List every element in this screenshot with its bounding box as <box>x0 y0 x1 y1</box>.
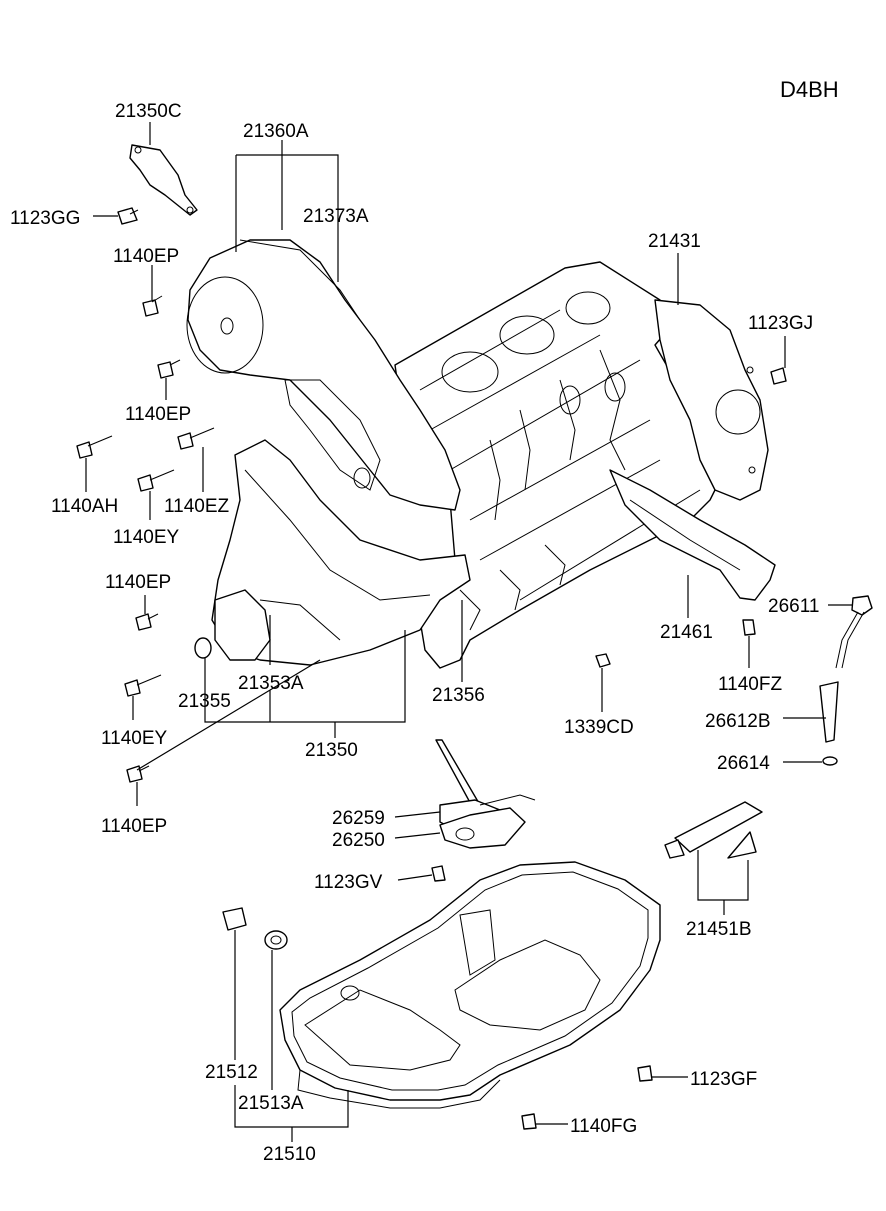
baffle <box>609 469 776 601</box>
label-1140fg: 1140FG <box>570 1116 637 1137</box>
timing-cover-lower <box>211 439 471 666</box>
label-1339cd: 1339CD <box>564 717 634 738</box>
label-21513a: 21513A <box>238 1093 304 1114</box>
engine-code: D4BH <box>780 77 839 102</box>
label-21431: 21431 <box>648 231 701 252</box>
label-1140ez: 1140EZ <box>164 496 230 517</box>
part-labels: D4BH 21350C 21360A 21373A 1123GG 1140EP … <box>10 77 839 1165</box>
label-1140ep-d: 1140EP <box>101 816 167 837</box>
timing-cover-upper <box>186 239 461 511</box>
label-21353a: 21353A <box>238 673 304 694</box>
label-26614: 26614 <box>717 753 770 774</box>
oil-pan <box>279 861 661 1109</box>
label-1140fz: 1140FZ <box>718 674 782 695</box>
label-1123gf: 1123GF <box>690 1069 757 1090</box>
label-21451b: 21451B <box>686 919 752 940</box>
label-26259: 26259 <box>332 808 385 829</box>
label-21373a: 21373A <box>303 206 369 227</box>
label-26611: 26611 <box>768 596 819 617</box>
label-21512: 21512 <box>205 1062 258 1083</box>
label-21461: 21461 <box>660 622 713 643</box>
label-1123gj: 1123GJ <box>748 313 813 334</box>
label-1123gg: 1123GG <box>10 208 80 229</box>
label-21350c: 21350C <box>115 101 182 122</box>
label-1140ep-b: 1140EP <box>125 404 191 425</box>
label-1140ep-a: 1140EP <box>113 246 179 267</box>
label-21350: 21350 <box>305 740 358 761</box>
label-21356: 21356 <box>432 685 485 706</box>
label-21360a: 21360A <box>243 121 309 142</box>
plug-21355 <box>194 637 212 659</box>
oil-gauge-assembly <box>819 595 873 766</box>
sealant-tube <box>664 801 763 859</box>
label-21510: 21510 <box>263 1144 316 1165</box>
leader-lines <box>85 122 853 1142</box>
label-1123gv: 1123GV <box>314 872 383 893</box>
label-21355: 21355 <box>178 691 231 712</box>
label-26612b: 26612B <box>705 711 771 732</box>
bolt-icons <box>76 207 787 1130</box>
oil-strainer <box>435 739 536 849</box>
rear-plate <box>654 299 769 501</box>
label-1140ey-a: 1140EY <box>113 527 180 548</box>
label-26250: 26250 <box>332 830 385 851</box>
label-1140ah: 1140AH <box>51 496 118 517</box>
label-1140ep-c: 1140EP <box>105 572 171 593</box>
label-1140ey-b: 1140EY <box>101 728 168 749</box>
gasket-plate-21350c <box>129 144 198 216</box>
drain-plug-parts <box>222 907 288 950</box>
